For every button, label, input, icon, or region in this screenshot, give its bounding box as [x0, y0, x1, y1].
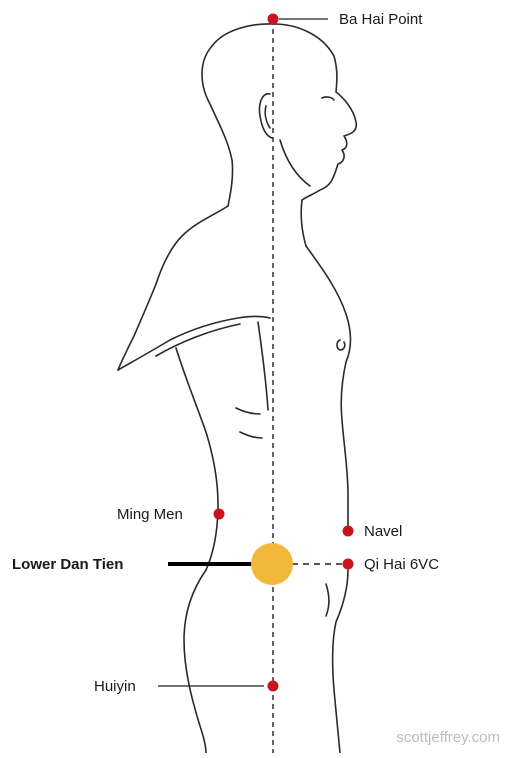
neck-front — [301, 200, 306, 246]
head-outline — [202, 24, 274, 206]
arm-lower — [118, 317, 270, 371]
navel-label: Navel — [364, 523, 402, 540]
ming-men-dot — [214, 509, 225, 520]
lower-dan-tien-label: Lower Dan Tien — [12, 556, 123, 573]
rib-mark-2 — [240, 432, 262, 438]
side-line — [258, 322, 268, 410]
arm-upper — [118, 284, 156, 370]
human-figure-illustration — [118, 24, 356, 753]
jaw-outline — [280, 140, 310, 186]
qi-hai-label: Qi Hai 6VC — [364, 556, 439, 573]
ming-men-label: Ming Men — [117, 506, 183, 523]
watermark: scottjeffrey.com — [396, 729, 500, 746]
chest-outline — [306, 246, 351, 532]
huiyin-dot — [268, 681, 279, 692]
nipple-mark — [337, 340, 345, 350]
buttocks-outline — [184, 570, 206, 753]
navel-dot — [343, 526, 354, 537]
ba-hai-label: Ba Hai Point — [339, 11, 423, 28]
huiyin-label: Huiyin — [94, 678, 136, 695]
back-outline — [176, 348, 218, 570]
groin-crease — [326, 584, 329, 616]
lower-dan-tien-circle — [251, 543, 293, 585]
ear-inner — [265, 106, 270, 128]
neck-back — [156, 206, 228, 284]
front-leg-outline — [333, 570, 348, 753]
rib-mark-1 — [236, 408, 260, 414]
qi-hai-dot — [343, 559, 354, 570]
eye-outline — [322, 97, 334, 100]
ba-hai-point-dot — [268, 14, 279, 25]
face-outline — [274, 24, 356, 200]
